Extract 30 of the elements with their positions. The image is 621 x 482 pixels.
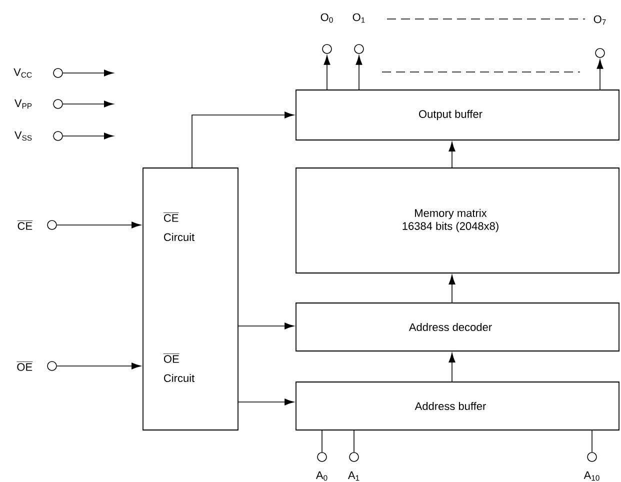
arrow	[448, 352, 456, 382]
pin-label: OE	[16, 362, 33, 371]
pin-label: A$_{0}$	[316, 471, 328, 481]
pin-label: CE	[17, 220, 33, 230]
pin-label: O$_{1}$	[352, 13, 365, 23]
arrow	[56, 362, 142, 370]
arrow	[62, 132, 114, 140]
arrow	[62, 100, 114, 108]
arrow	[596, 59, 604, 90]
arrow	[62, 70, 114, 76]
arrow	[192, 112, 294, 168]
pin-label: V$_{SS}$	[14, 131, 32, 141]
arrow	[238, 398, 294, 406]
pin-label: O$_{7}$	[594, 15, 606, 25]
pin-label: A$_{10}$	[584, 471, 600, 481]
circuit-box: CE Circuit OE Circuit	[142, 168, 238, 430]
pin-label: V$_{CC}$	[14, 68, 32, 78]
buffer-box: Address buffer	[296, 382, 620, 430]
arrow	[448, 142, 456, 168]
arrow	[448, 274, 456, 303]
pin-label: V$_{PP}$	[14, 99, 32, 109]
arrow	[56, 222, 142, 228]
decoder-box: Address decoder	[296, 302, 620, 352]
arrow	[324, 55, 330, 90]
pin-label: O$_{0}$	[320, 13, 333, 23]
pin-label: A$_{1}$	[348, 471, 360, 481]
buffer-box: Output buffer	[296, 90, 620, 140]
memory-box: Memory matrix 16384 bits (2048x8)	[296, 168, 620, 274]
arrow	[238, 322, 294, 330]
arrow	[356, 55, 362, 90]
